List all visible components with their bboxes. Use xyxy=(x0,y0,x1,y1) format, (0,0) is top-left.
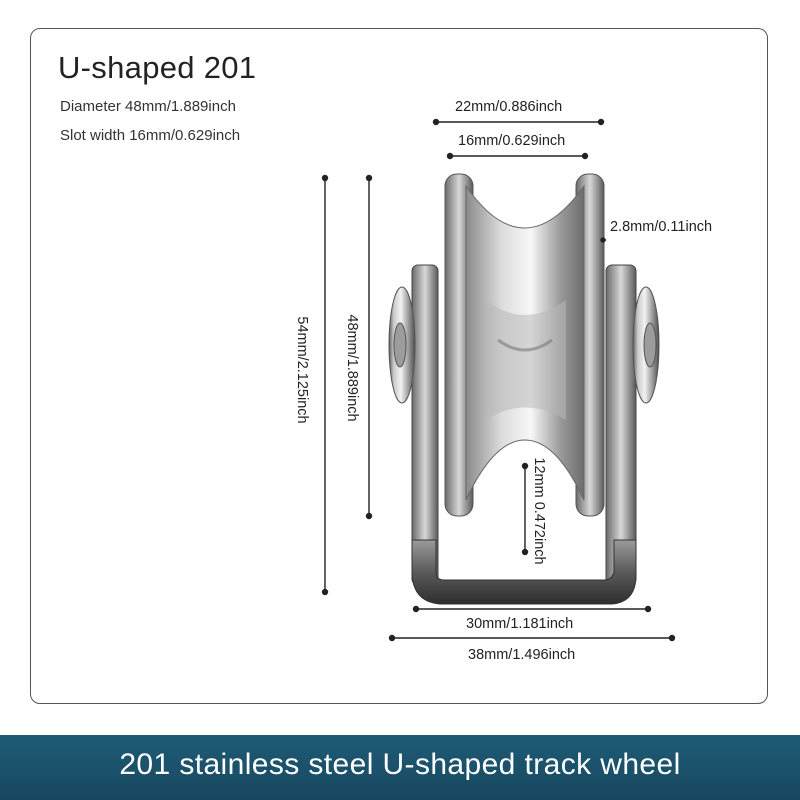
caption-banner xyxy=(0,735,800,800)
product-title: U-shaped 201 xyxy=(58,50,257,85)
spec-slot-width: Slot width 16mm/0.629inch xyxy=(60,127,241,144)
dim-slot-width: 16mm/0.629inch xyxy=(458,133,566,149)
dim-outer-width-top: 22mm/0.886inch xyxy=(455,99,563,115)
bracket-left-plate xyxy=(388,264,439,586)
dimension-lines xyxy=(321,118,676,642)
caption-text: 201 stainless steel U-shaped track wheel xyxy=(119,748,681,781)
dim-flange-thickness: 2.8mm/0.11inch xyxy=(610,219,713,235)
dim-groove-depth: 12mm 0.472inch xyxy=(531,457,547,565)
bracket-base xyxy=(411,539,637,605)
bracket-right-plate xyxy=(605,264,660,586)
dim-bracket-outer-width: 38mm/1.496inch xyxy=(468,647,576,663)
dim-wheel-diameter: 48mm/1.889inch xyxy=(344,314,360,422)
dim-bracket-inner-width: 30mm/1.181inch xyxy=(466,616,574,632)
dim-total-height: 54mm/2.125inch xyxy=(294,316,310,424)
spec-diameter: Diameter 48mm/1.889inch xyxy=(60,98,236,115)
